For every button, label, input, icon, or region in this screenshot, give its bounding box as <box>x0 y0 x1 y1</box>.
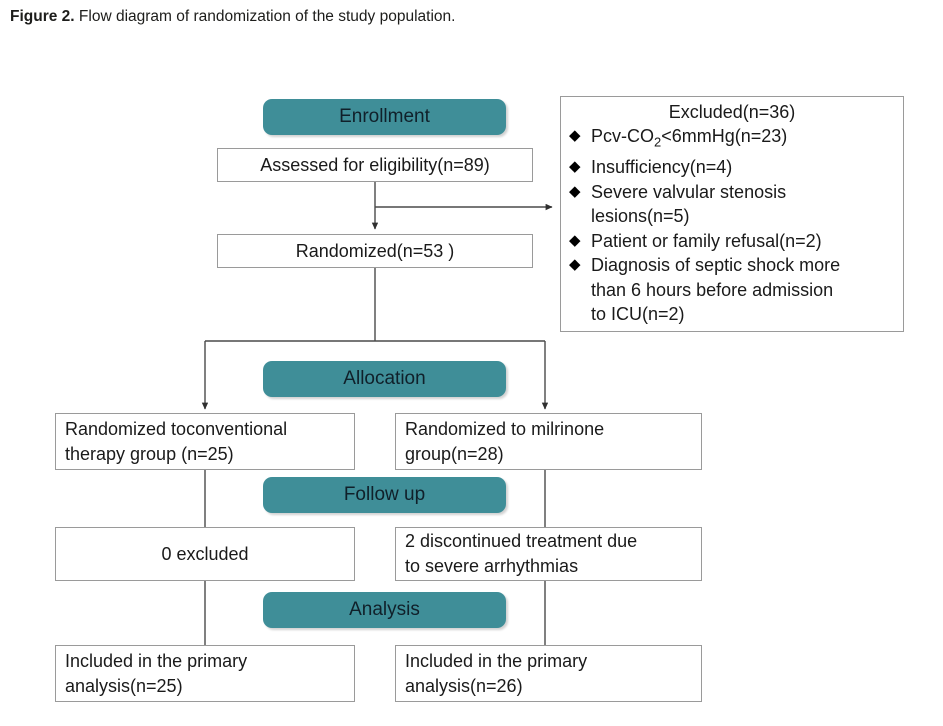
node-follow-up-milrinone-text: 2 discontinued treatment due to severe a… <box>405 531 638 576</box>
node-analysis-control-text: Included in the primary analysis(n=25) <box>65 650 248 696</box>
node-excluded-reasons: Excluded(n=36) ◆ Pcv-CO2<6mmHg(n=23) ◆ Insu… <box>560 96 904 332</box>
node-follow-up-control-text: 0 excluded <box>161 543 249 564</box>
node-allocation-milrinone-text: Randomized to milrinone group(n=28) <box>405 418 605 464</box>
excluded-title: Excluded(n=36) <box>668 102 796 122</box>
stage-label-analysis: Analysis <box>349 599 420 620</box>
figure-caption-label: Figure 2. <box>10 8 75 25</box>
excluded-reason-item: ◆ Diagnosis of septic shock more than 6 h… <box>569 253 899 327</box>
stage-bar-follow-up: Follow up <box>263 477 506 513</box>
stage-bar-allocation: Allocation <box>263 361 506 397</box>
node-randomized: Randomized(n=53 ) <box>217 234 533 268</box>
figure-caption: Figure 2. Flow diagram of randomization … <box>10 7 455 27</box>
node-allocation-milrinone-group: Randomized to milrinone group(n=28) <box>395 413 702 470</box>
excluded-reason-item: ◆ Insufficiency(n=4) <box>569 155 899 180</box>
excluded-reason-list: ◆Pcv-CO2<6mmHg(n=23)◆Insufficiency(n=4)◆… <box>561 124 903 327</box>
excluded-reason-item: ◆ Pcv-CO2<6mmHg(n=23) <box>569 124 899 155</box>
stage-label-allocation: Allocation <box>343 368 426 389</box>
node-analysis-milrinone-text: Included in the primary analysis(n=26) <box>405 650 588 696</box>
node-assessed-for-eligibility: Assessed for eligibility(n=89) <box>217 148 533 182</box>
node-allocation-control-group: Randomized toconventional therapy group … <box>55 413 355 470</box>
diamond-bullet-icon: ◆ <box>569 158 581 176</box>
node-assessed-text: Assessed for eligibility(n=89) <box>260 154 490 175</box>
excluded-reason-text: Insufficiency(n=4) <box>591 157 733 178</box>
diamond-bullet-icon: ◆ <box>569 182 581 200</box>
diamond-bullet-icon: ◆ <box>569 231 581 249</box>
node-analysis-milrinone: Included in the primary analysis(n=26) <box>395 645 702 702</box>
excluded-reason-text: Patient or family refusal(n=2) <box>591 230 822 251</box>
node-follow-up-milrinone: 2 discontinued treatment due to severe a… <box>395 527 702 581</box>
node-follow-up-control: 0 excluded <box>55 527 355 581</box>
excluded-reason-item: ◆ Patient or family refusal(n=2) <box>569 229 899 254</box>
diamond-bullet-icon: ◆ <box>569 256 581 274</box>
subscript: 2 <box>654 134 662 150</box>
diamond-bullet-icon: ◆ <box>569 127 581 144</box>
stage-label-follow-up: Follow up <box>343 484 426 505</box>
figure-caption-text: Flow diagram of randomization of the stu… <box>74 8 456 25</box>
excluded-reason-item: ◆ Severe valvular stenosis lesions(n=5) <box>569 180 899 229</box>
excluded-reason-text: Severe valvular stenosis lesions(n=5) <box>591 181 787 227</box>
node-analysis-control: Included in the primary analysis(n=25) <box>55 645 355 702</box>
node-allocation-control-text: Randomized toconventional therapy group … <box>65 418 288 464</box>
excluded-reason-text: Diagnosis of septic shock more than 6 ho… <box>591 255 841 325</box>
stage-bar-enrollment: Enrollment <box>263 99 506 135</box>
stage-bar-analysis: Analysis <box>263 592 506 628</box>
stage-label-enrollment: Enrollment <box>339 106 430 127</box>
node-randomized-text: Randomized(n=53 ) <box>295 240 455 261</box>
excluded-reason-text: Pcv-CO2<6mmHg(n=23) <box>591 126 788 150</box>
